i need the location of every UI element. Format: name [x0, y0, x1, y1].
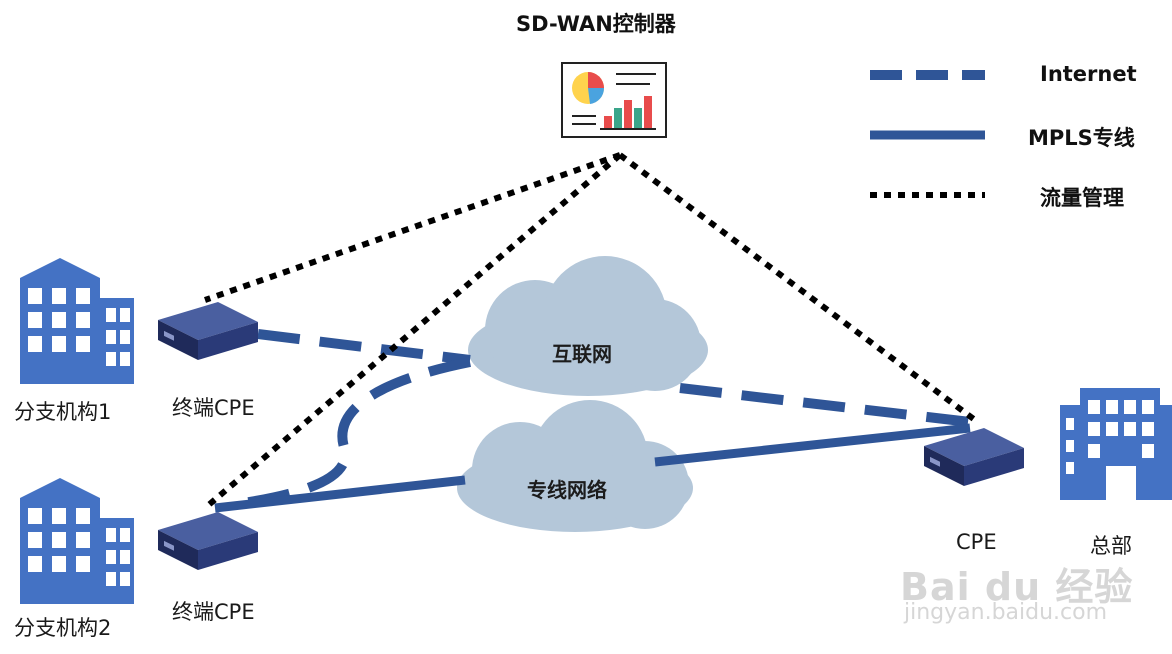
- branch2-cpe-device-icon: [158, 512, 258, 570]
- dashboard-icon: [561, 62, 667, 138]
- internet-cloud-label: 互联网: [552, 342, 612, 366]
- internet-cloud: [468, 256, 708, 396]
- branch1-cpe-device-icon: [158, 302, 258, 360]
- traffic-mgmt-links: [203, 152, 977, 511]
- internet-links: [229, 329, 971, 510]
- hq-cpe-device-icon: [924, 428, 1024, 486]
- controller-title: SD-WAN控制器: [516, 12, 676, 36]
- mpls-links: [214, 423, 971, 513]
- branch2-building-icon: [20, 478, 134, 604]
- branch1-device-label: 终端CPE: [172, 396, 255, 420]
- hq-building-icon: [1060, 388, 1172, 500]
- legend-mpls-label: MPLS专线: [1028, 126, 1135, 150]
- branch1-building-icon: [20, 258, 134, 384]
- legend-internet-label: Internet: [1040, 62, 1137, 86]
- legend-swatches: [870, 70, 985, 198]
- watermark-logo: Bai du 经验: [900, 565, 1134, 609]
- branch2-name: 分支机构2: [14, 616, 112, 640]
- hq-name: 总部: [1090, 534, 1132, 558]
- legend-traffic-label: 流量管理: [1040, 186, 1124, 210]
- branch2-device-label: 终端CPE: [172, 600, 255, 624]
- mpls-cloud-label: 专线网络: [527, 478, 607, 502]
- hq-device-label: CPE: [956, 530, 997, 554]
- branch1-name: 分支机构1: [14, 400, 112, 424]
- watermark-url: jingyan.baidu.com: [904, 600, 1108, 625]
